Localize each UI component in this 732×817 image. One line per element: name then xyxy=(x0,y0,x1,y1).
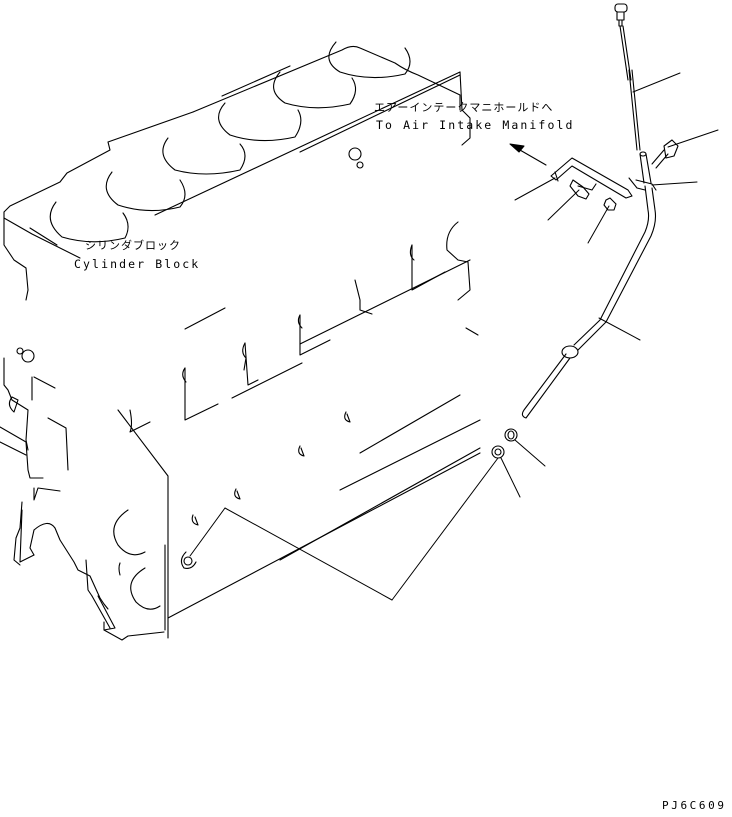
leader-lines xyxy=(189,72,719,601)
cylinder-block-label-jp: シリンダブロック xyxy=(85,239,181,252)
intake-manifold-label-en: To Air Intake Manifold xyxy=(376,118,575,132)
guide-tube-drawing xyxy=(521,151,657,419)
drawing-code: PJ6C609 xyxy=(662,799,727,812)
cylinder-block-label-en: Cylinder Block xyxy=(74,257,201,271)
oring-plug-drawing xyxy=(491,428,518,459)
upper-bolt-drawing xyxy=(651,139,679,169)
dipstick-drawing xyxy=(614,3,641,151)
cylinder-block-drawing xyxy=(0,41,481,641)
bracket-drawing xyxy=(550,157,633,211)
intake-manifold-label-jp: エアーインテークマニホールドへ xyxy=(374,101,554,114)
arrow-to-intake-manifold xyxy=(509,143,547,166)
